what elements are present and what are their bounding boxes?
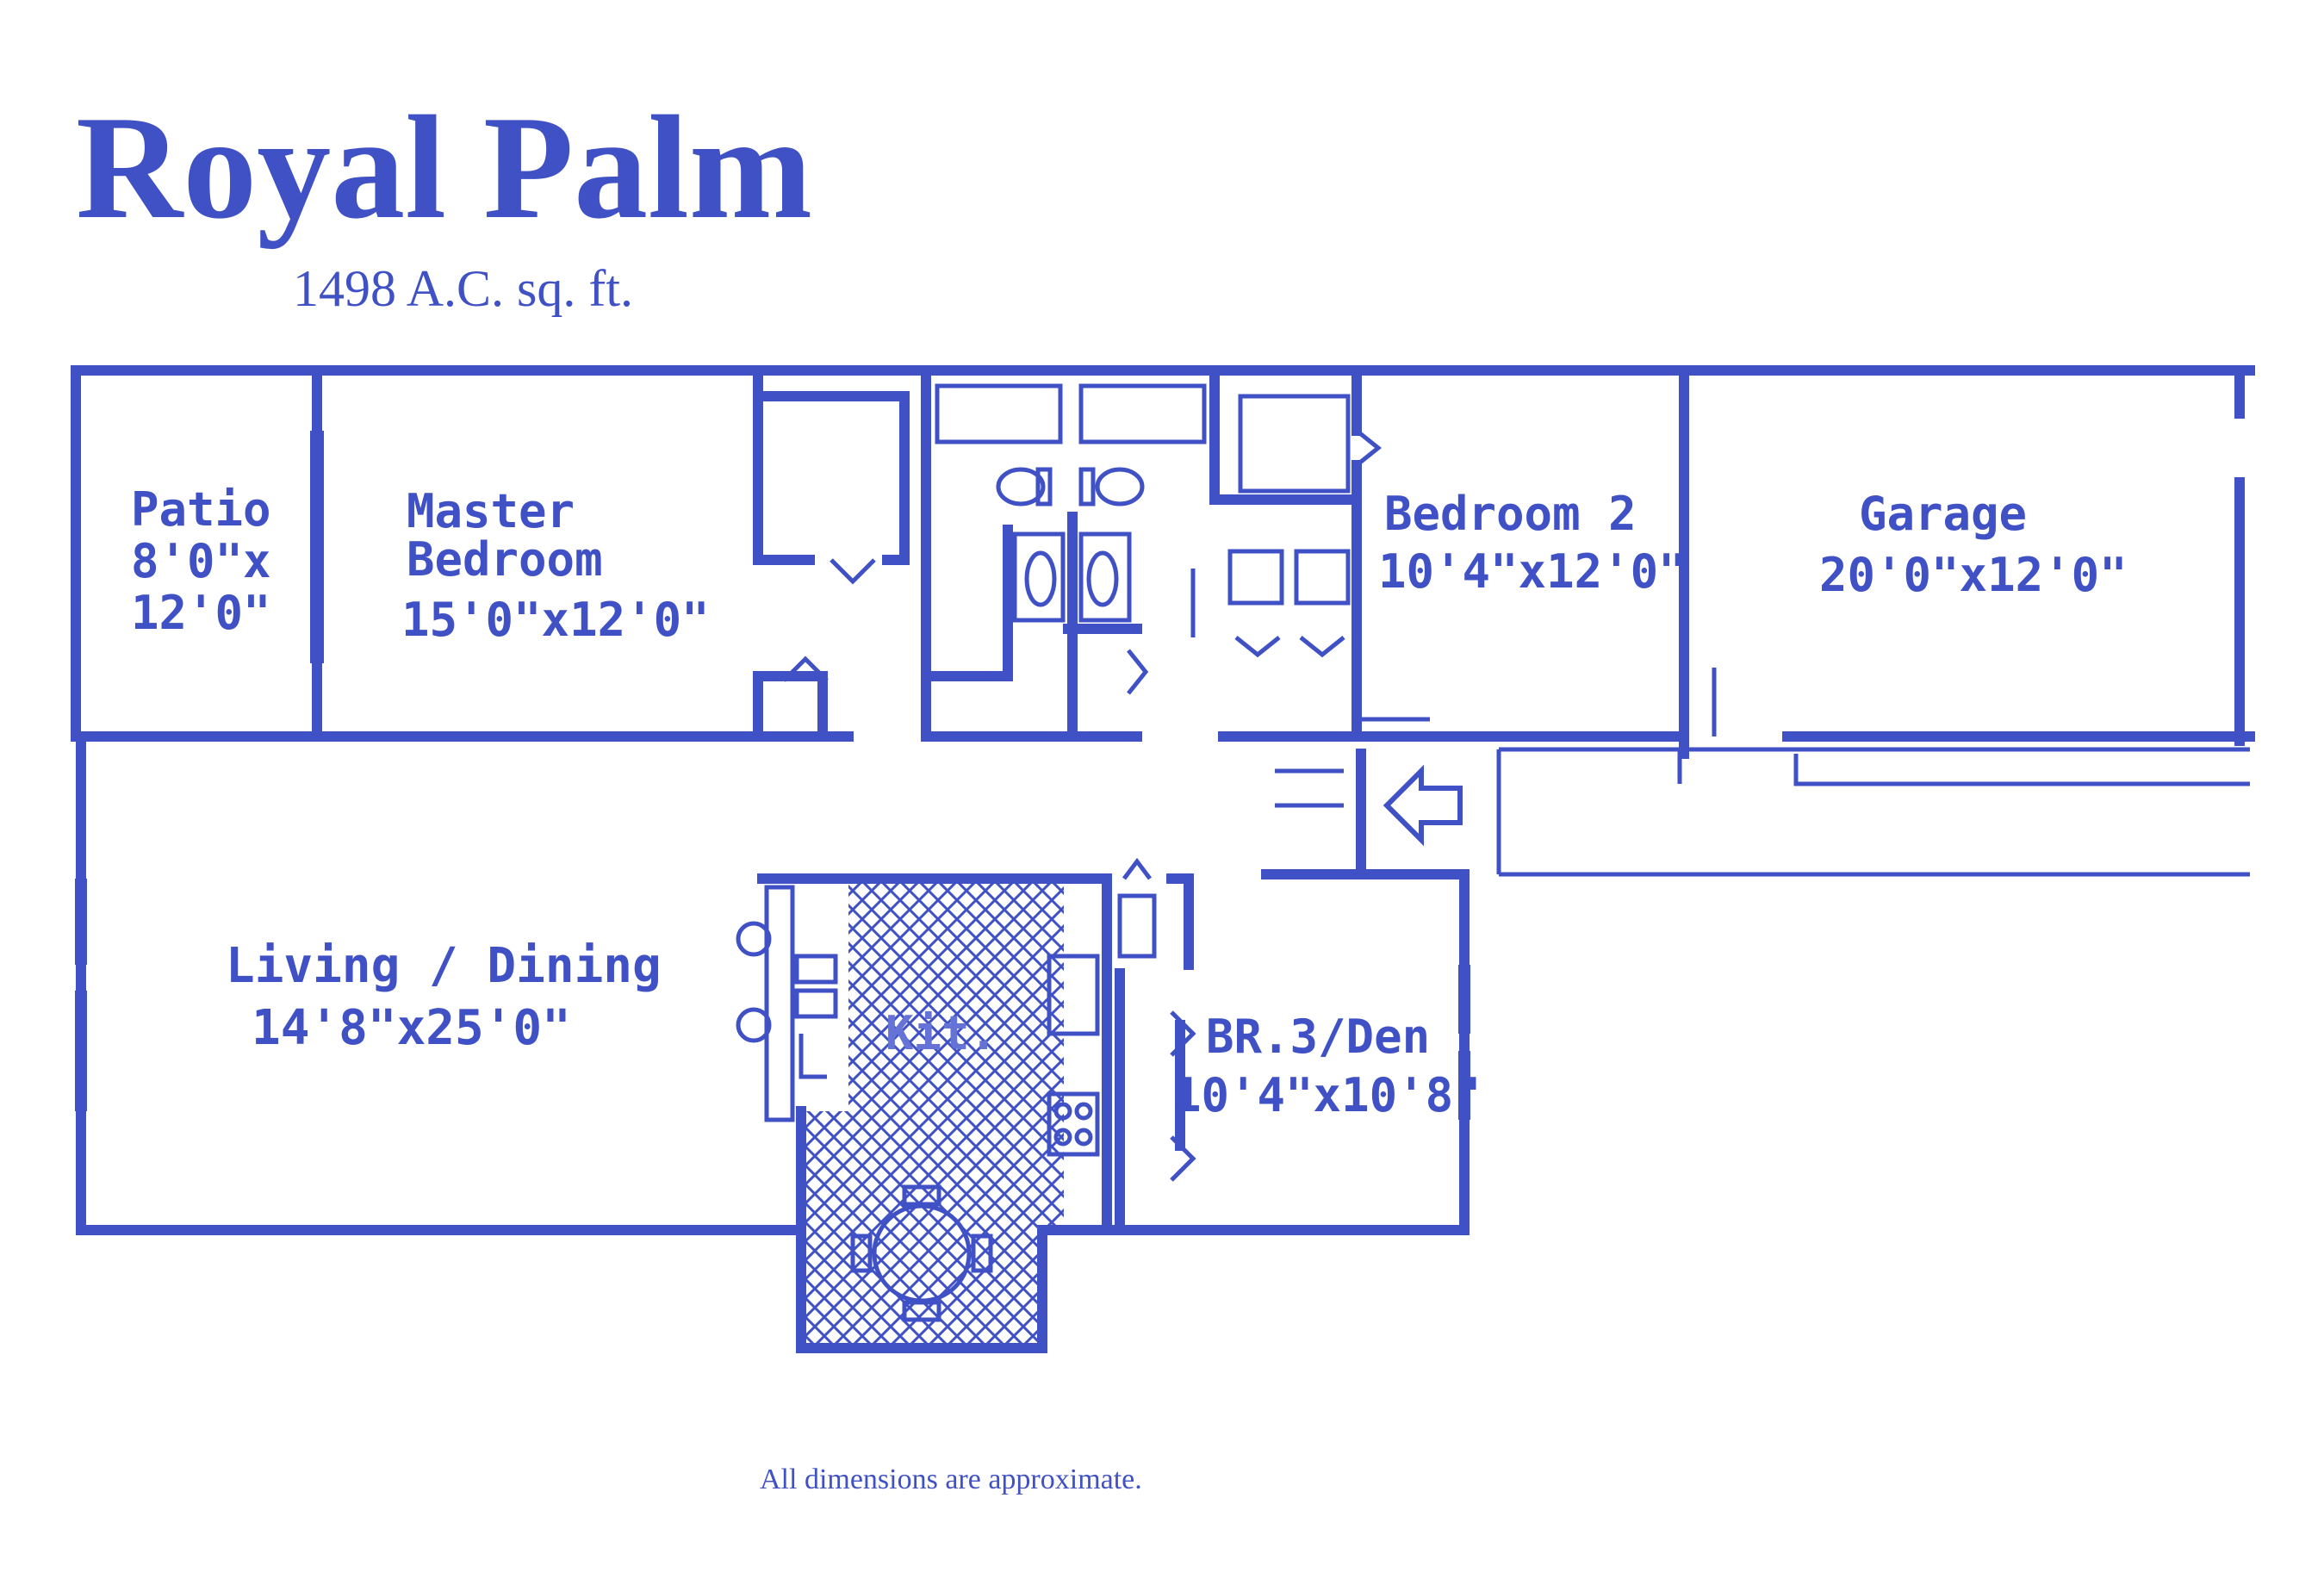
room-name-master-2: Bedroom — [407, 532, 603, 587]
room-dim-garage: 20'0"x12'0" — [1819, 548, 2128, 602]
room-name-garage: Garage — [1859, 487, 2027, 541]
thin-lines — [75, 383, 2250, 1322]
room-dim-br3: 10'4"x10'8" — [1173, 1068, 1482, 1122]
room-dim-patio-2: 12'0" — [131, 586, 271, 640]
room-name-patio: Patio — [131, 482, 271, 537]
room-name-bedroom2: Bedroom 2 — [1384, 487, 1637, 541]
room-name-master-1: Master — [407, 484, 575, 538]
square-footage: 1498 A.C. sq. ft. — [293, 260, 633, 317]
room-dim-master: 15'0"x12'0" — [401, 593, 710, 647]
room-name-br3: BR.3/Den — [1206, 1010, 1430, 1064]
room-dim-bedroom2: 10'4"x12'0" — [1378, 544, 1687, 599]
kitchen-floor-lattice — [801, 879, 1064, 1348]
disclaimer-note: All dimensions are approximate. — [760, 1464, 1142, 1495]
room-dim-living: 14'8"x25'0" — [252, 1000, 571, 1056]
room-name-kitchen: Kit. — [885, 1006, 997, 1060]
room-dim-patio-1: 8'0"x — [131, 534, 271, 588]
page-title: Royal Palm — [76, 86, 812, 250]
room-name-living: Living / Dining — [226, 938, 662, 994]
